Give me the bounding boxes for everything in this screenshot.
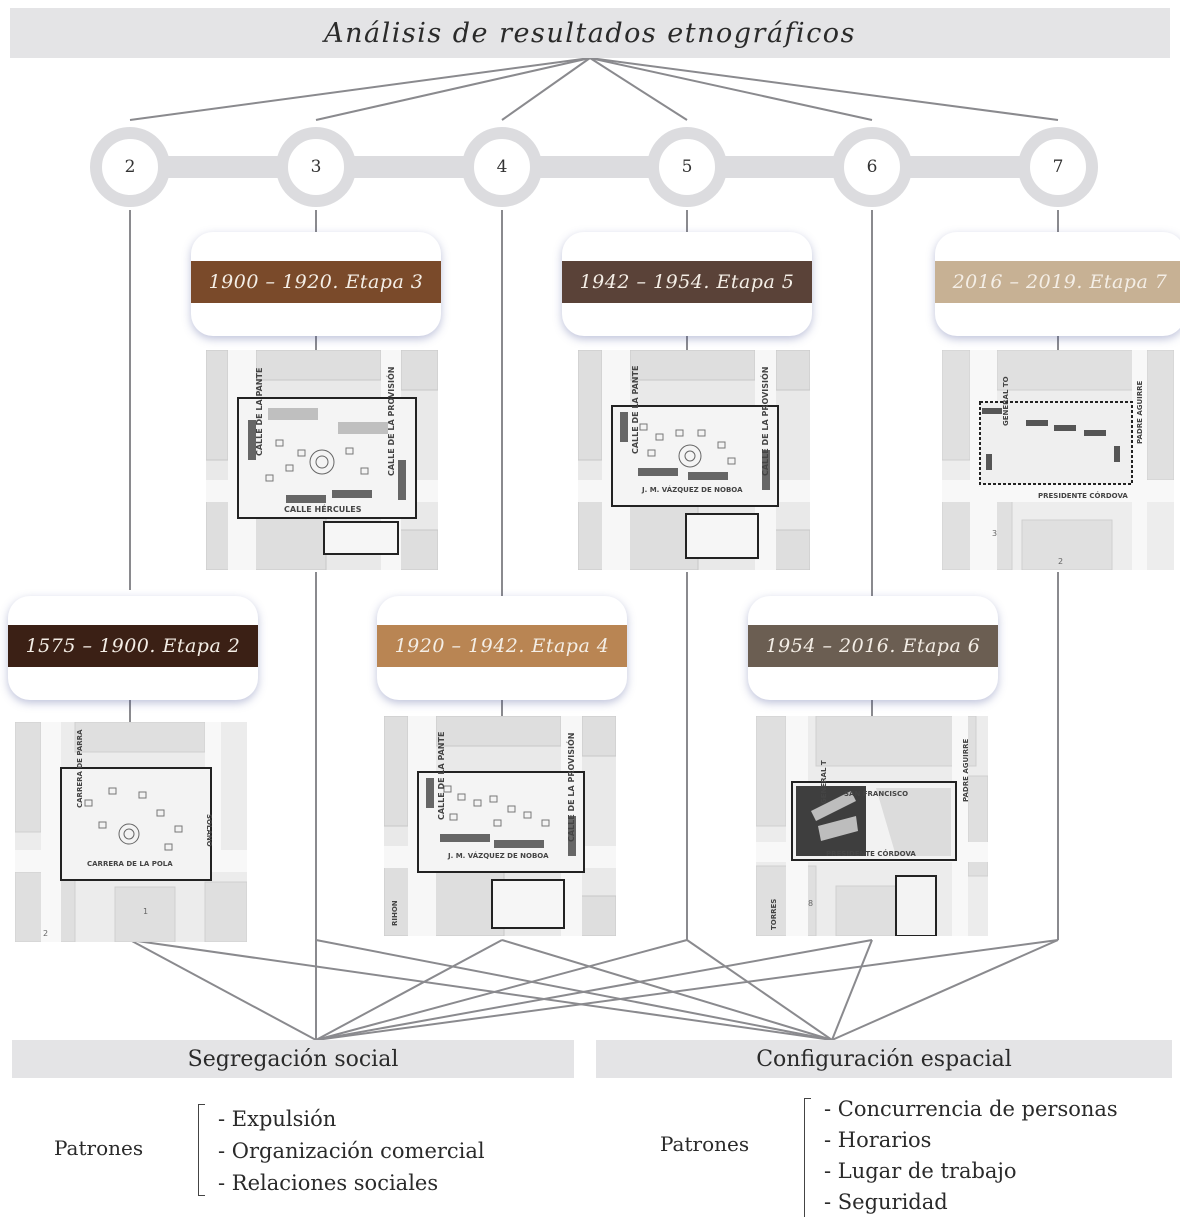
social-segregation-heading: Segregación social bbox=[12, 1040, 574, 1078]
spatial-patterns-bracket bbox=[804, 1098, 811, 1217]
street-label: RIHON bbox=[391, 900, 399, 926]
stage-circle-2: 2 bbox=[90, 127, 170, 207]
street-label: PADRE AGUIRRE bbox=[962, 738, 970, 802]
stage-circle-6: 6 bbox=[832, 127, 912, 207]
social-patterns-list: - Expulsión - Organización comercial - R… bbox=[218, 1103, 485, 1199]
map-stage-5: CALLE DE LA PANTE CALLE DE LA PROVISIÓN … bbox=[578, 350, 810, 570]
stage-card-7: 2016 – 2019. Etapa 7 bbox=[935, 232, 1180, 336]
map-stage-2: CARRERA DE PARRA CARRERA DE LA POLA SOLA… bbox=[15, 722, 247, 942]
stage-number: 3 bbox=[310, 157, 322, 177]
list-item: - Seguridad bbox=[824, 1190, 948, 1214]
stage-circle-5: 5 bbox=[647, 127, 727, 207]
stage-card-2: 1575 – 1900. Etapa 2 bbox=[8, 596, 258, 700]
list-item: - Expulsión bbox=[218, 1107, 337, 1131]
stage-label: 1900 – 1920. Etapa 3 bbox=[208, 271, 424, 293]
stage-label: 1954 – 2016. Etapa 6 bbox=[765, 635, 981, 657]
street-label: PRESIDENTE CÓRDOVA bbox=[826, 849, 916, 858]
stage-label-bar: 1900 – 1920. Etapa 3 bbox=[191, 261, 441, 303]
heading-text: Configuración espacial bbox=[756, 1046, 1012, 1072]
parcel-number: 1 bbox=[143, 907, 148, 916]
parcel-number: 2 bbox=[1058, 557, 1063, 566]
stage-label: 2016 – 2019. Etapa 7 bbox=[952, 271, 1168, 293]
stage-label: 1920 – 1942. Etapa 4 bbox=[394, 635, 610, 657]
street-label: J. M. VÁZQUEZ DE NOBOA bbox=[447, 851, 549, 860]
street-label: TORRES bbox=[770, 899, 778, 930]
list-item: - Lugar de trabajo bbox=[824, 1159, 1017, 1183]
street-label: CALLE DE LA PANTE bbox=[255, 368, 264, 456]
map-stage-6: GENERAL T SAN FRANCISCO PADRE AGUIRRE PR… bbox=[756, 716, 988, 936]
stage-circle-4: 4 bbox=[462, 127, 542, 207]
street-label: PRESIDENTE CÓRDOVA bbox=[1038, 491, 1128, 500]
stage-card-4: 1920 – 1942. Etapa 4 bbox=[377, 596, 627, 700]
diagram-title: Análisis de resultados etnográficos bbox=[10, 8, 1170, 58]
stage-card-5: 1942 – 1954. Etapa 5 bbox=[562, 232, 812, 336]
stage-label-bar: 1954 – 2016. Etapa 6 bbox=[748, 625, 998, 667]
stage-number: 6 bbox=[866, 157, 878, 177]
heading-text: Segregación social bbox=[187, 1046, 399, 1072]
street-label: GENERAL TO bbox=[1002, 376, 1010, 426]
list-item: - Relaciones sociales bbox=[218, 1171, 439, 1195]
street-label: SOLANO bbox=[205, 814, 213, 847]
map-stage-3: CALLE DE LA PANTE CALLE DE LA PROVISIÓN … bbox=[206, 350, 438, 570]
parcel-number: 3 bbox=[992, 529, 997, 538]
stage-label-bar: 1920 – 1942. Etapa 4 bbox=[377, 625, 627, 667]
list-item: - Concurrencia de personas bbox=[824, 1097, 1118, 1121]
spatial-configuration-heading: Configuración espacial bbox=[596, 1040, 1172, 1078]
stage-number: 4 bbox=[496, 157, 508, 177]
stage-label-bar: 1575 – 1900. Etapa 2 bbox=[8, 625, 258, 667]
spatial-patterns-list: - Concurrencia de personas - Horarios - … bbox=[824, 1094, 1118, 1218]
title-text: Análisis de resultados etnográficos bbox=[324, 17, 856, 49]
stage-circle-3: 3 bbox=[276, 127, 356, 207]
street-label: CALLE DE LA PROVISIÓN bbox=[759, 367, 770, 476]
map-stage-4: CALLE DE LA PANTE CALLE DE LA PROVISIÓN … bbox=[384, 716, 616, 936]
spatial-patterns-label: Patrones bbox=[660, 1132, 750, 1156]
stage-number: 5 bbox=[681, 157, 693, 177]
street-label: CALLE DE LA PANTE bbox=[631, 366, 640, 454]
stage-card-6: 1954 – 2016. Etapa 6 bbox=[748, 596, 998, 700]
stage-label-bar: 1942 – 1954. Etapa 5 bbox=[562, 261, 812, 303]
street-label: CALLE DE LA PROVISIÓN bbox=[565, 733, 576, 842]
stage-label: 1942 – 1954. Etapa 5 bbox=[579, 271, 795, 293]
street-label: CALLE DE LA PROVISIÓN bbox=[385, 367, 396, 476]
social-patterns-label: Patrones bbox=[54, 1136, 144, 1160]
street-label: CALLE HÉRCULES bbox=[284, 503, 362, 514]
street-label: GENERAL T bbox=[820, 760, 828, 804]
stage-number: 2 bbox=[124, 157, 136, 177]
street-label: CARRERA DE PARRA bbox=[76, 729, 84, 808]
parcel-number: 8 bbox=[808, 899, 813, 908]
street-label: PADRE AGUIRRE bbox=[1136, 380, 1144, 444]
social-patterns-bracket bbox=[198, 1104, 205, 1196]
list-item: - Horarios bbox=[824, 1128, 932, 1152]
parcel-number: 2 bbox=[43, 929, 48, 938]
stage-card-3: 1900 – 1920. Etapa 3 bbox=[191, 232, 441, 336]
stage-circle-7: 7 bbox=[1018, 127, 1098, 207]
street-label: CARRERA DE LA POLA bbox=[87, 860, 173, 868]
list-item: - Organización comercial bbox=[218, 1139, 485, 1163]
stage-label: 1575 – 1900. Etapa 2 bbox=[25, 635, 241, 657]
stage-label-bar: 2016 – 2019. Etapa 7 bbox=[935, 261, 1180, 303]
street-label: SAN FRANCISCO bbox=[844, 790, 908, 798]
street-label: CALLE DE LA PANTE bbox=[437, 732, 446, 820]
map-stage-7: GENERAL TO PADRE AGUIRRE PRESIDENTE CÓRD… bbox=[942, 350, 1174, 570]
street-label: J. M. VÁZQUEZ DE NOBOA bbox=[641, 485, 743, 494]
stage-number: 7 bbox=[1052, 157, 1064, 177]
